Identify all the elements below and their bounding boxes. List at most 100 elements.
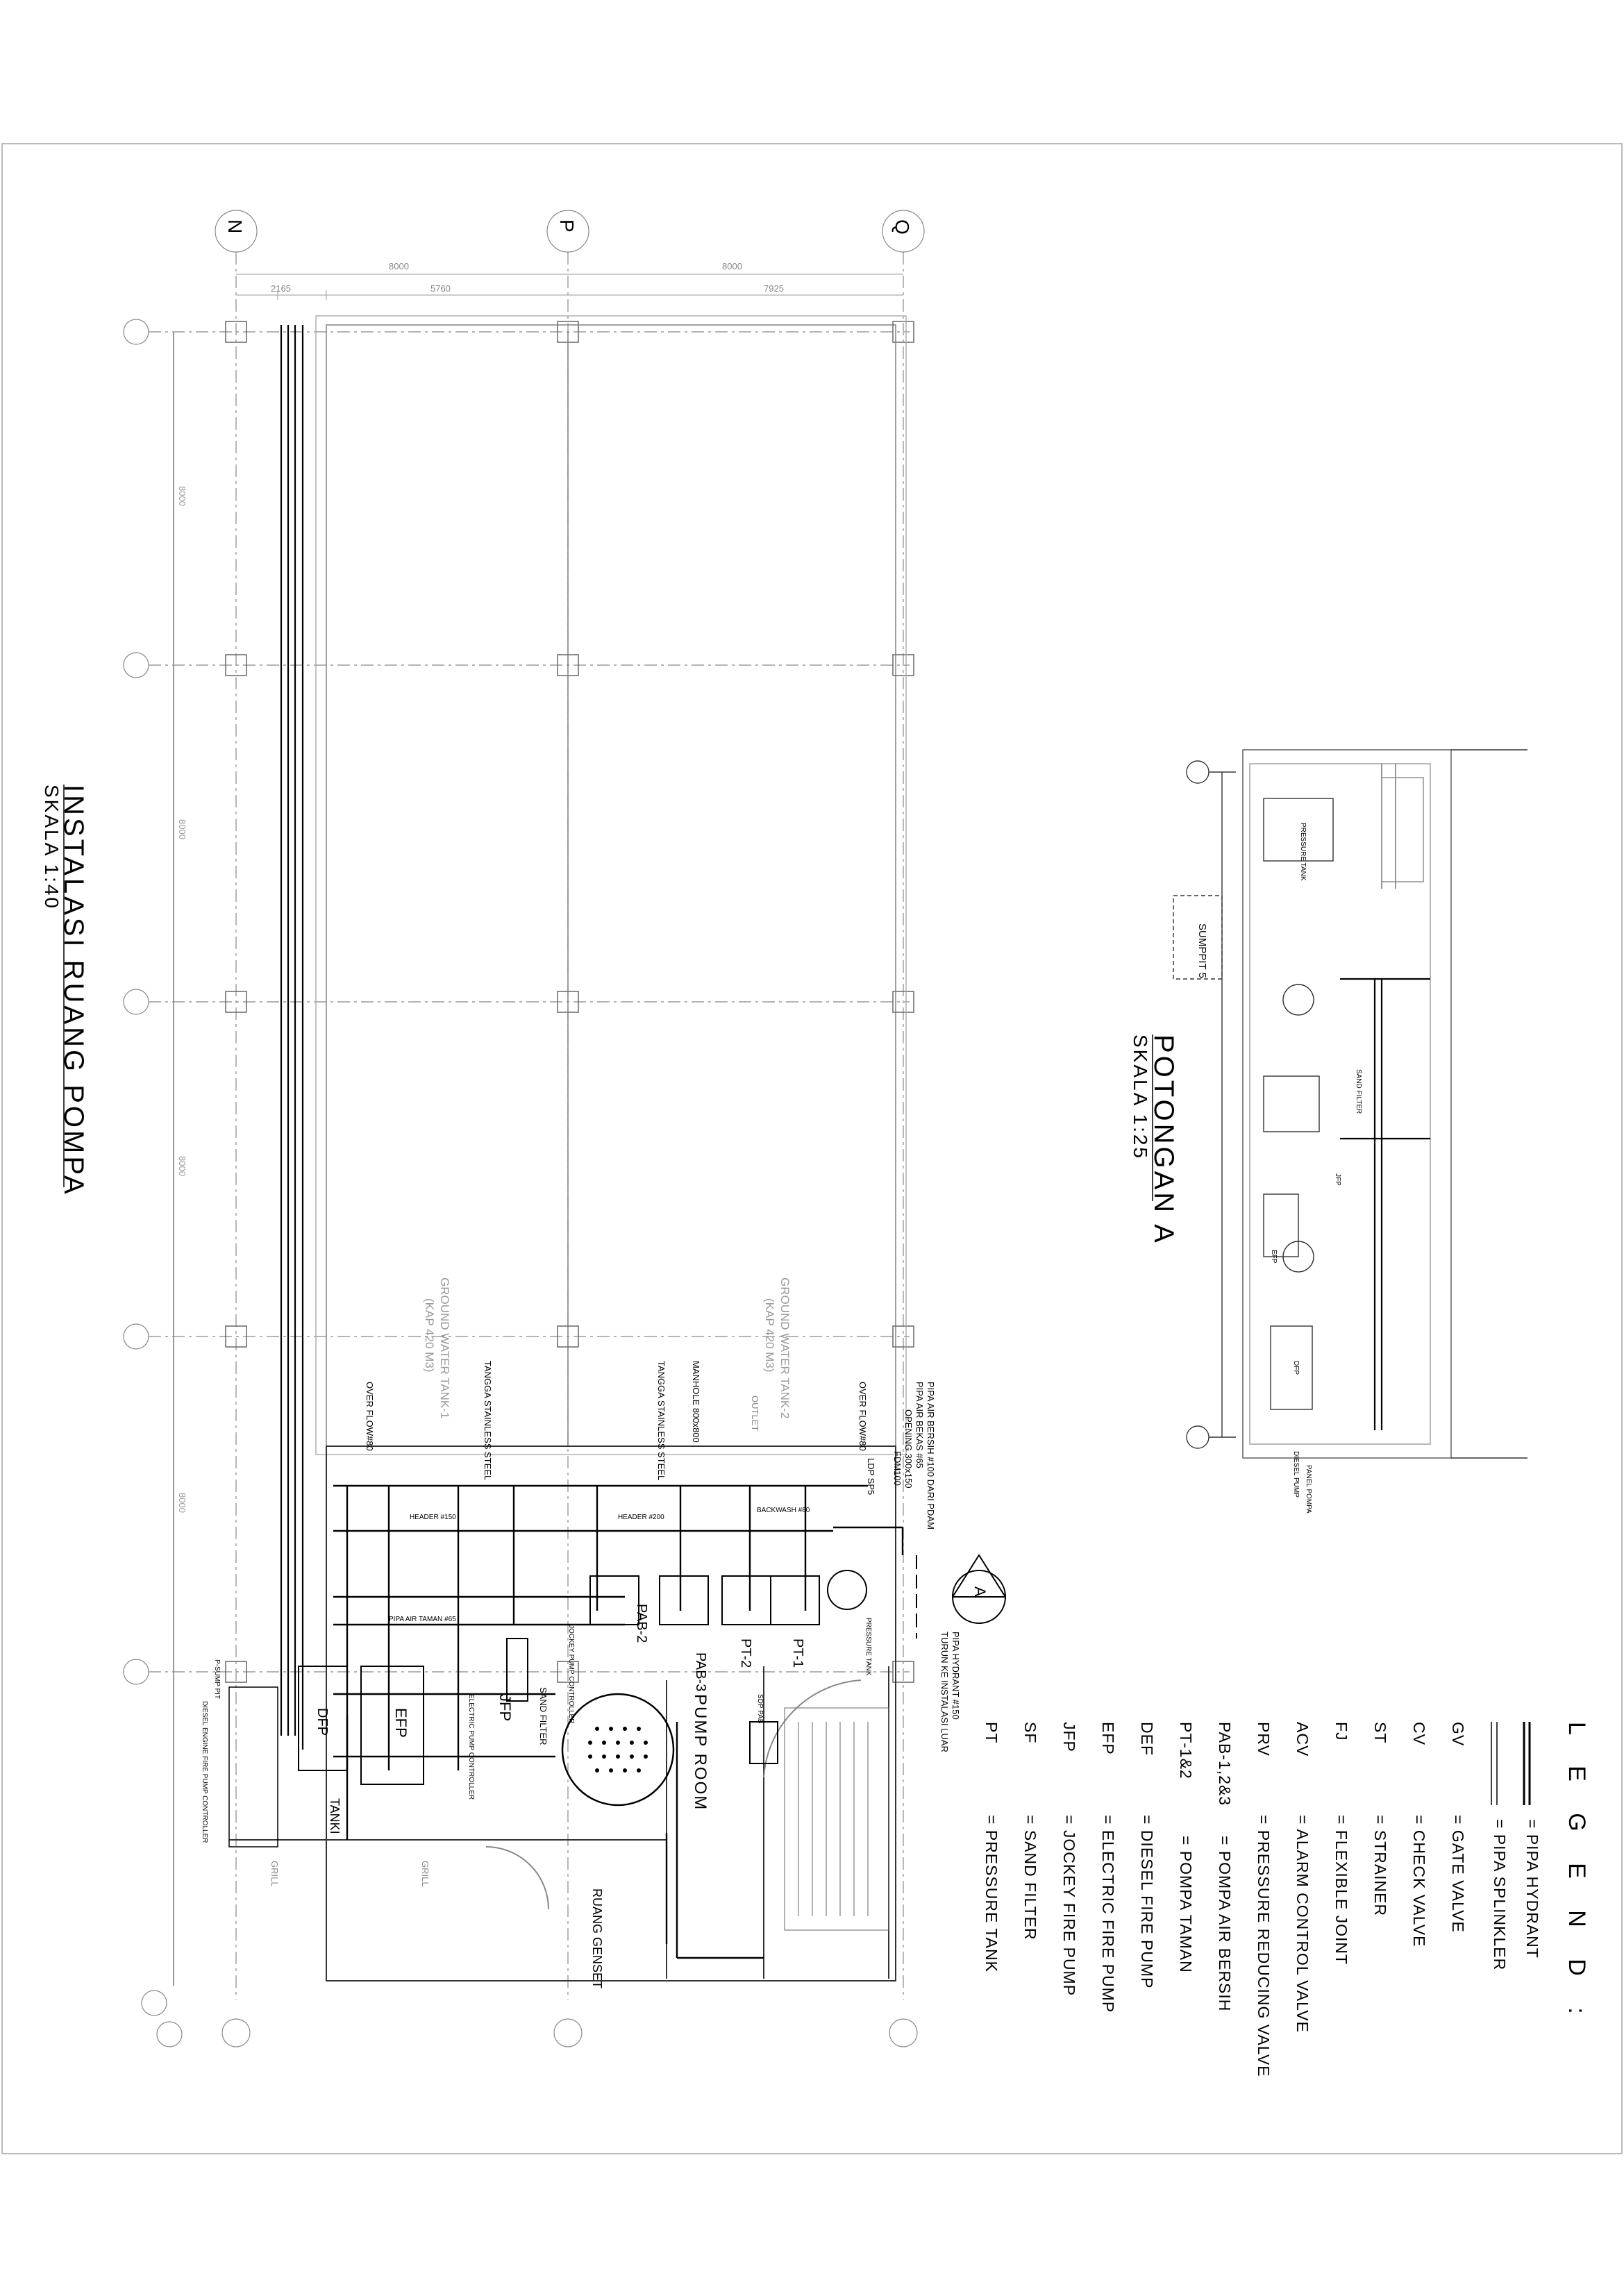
legend-row-10: DEF= DIESEL FIRE PUMP	[1128, 1722, 1166, 1988]
legend-text: = SAND FILTER	[1021, 1815, 1040, 1941]
legend-text: = DIESEL FIRE PUMP	[1138, 1815, 1157, 1989]
legend-row-9: PT-1&2 = POMPA TAMAN	[1166, 1722, 1205, 1973]
legend-row-1: = PIPA SPLINKLER	[1480, 1819, 1519, 1970]
legend-sym: SF	[1021, 1722, 1040, 1744]
dim-sub-3: 7925	[764, 283, 784, 294]
grill2-label: GRILL	[420, 1861, 430, 1887]
legend-row-5: FJ = FLEXIBLE JOINT	[1322, 1722, 1361, 1965]
diesel-ctrl-label: DIESEL ENGINE FIRE PUMP CONTROLLER	[201, 1701, 208, 1843]
grid-columns	[215, 210, 925, 2047]
elec-ctrl-label: ELECTRIC PUMP CONTROLLER	[467, 1694, 475, 1800]
pab3-label: PAB-3	[693, 1652, 708, 1692]
section-title: POTONGAN A	[1148, 1034, 1179, 1246]
dim-top-2: 8000	[722, 261, 742, 271]
legend-title: L E G E N D :	[1564, 1722, 1590, 2027]
header-pipes	[333, 1484, 904, 1959]
section-sand-filter-label: SAND FILTER	[1355, 1069, 1362, 1114]
legend-sym: JFP	[1060, 1722, 1079, 1752]
dim-side-4: 8000	[177, 1493, 187, 1513]
legend-sym: FJ	[1332, 1722, 1351, 1741]
legend-sym: EFP	[1099, 1722, 1118, 1755]
legend-text: = POMPA AIR BERSIH	[1216, 1836, 1234, 2012]
efp-unit	[360, 1666, 424, 1785]
dfp-label: DFP	[315, 1708, 330, 1736]
sand-filter-tank	[561, 1693, 675, 1807]
section-pressure-tank-label: PRESSURE TANK	[1299, 823, 1307, 881]
legend-row-7: PRV= PRESSURE REDUCING VALVE	[1244, 1722, 1283, 2077]
legend-text: = GATE VALVE	[1449, 1815, 1468, 1933]
dim-side-2: 8000	[177, 819, 187, 839]
stair	[784, 1707, 889, 1931]
diesel-controller	[228, 1686, 278, 1847]
grid-label-n: N	[224, 219, 246, 234]
section-diesel-label: DIESEL PUMP	[1292, 1451, 1300, 1498]
legend-row-3: CV = CHECK VALVE	[1400, 1722, 1439, 1947]
sheet-border	[1, 143, 1623, 2154]
page-scale: SKALA 1:40	[41, 785, 62, 911]
legend-symbols	[1491, 1722, 1531, 1805]
legend-text: = CHECK VALVE	[1410, 1815, 1429, 1947]
pressure-tank-plan	[827, 1570, 867, 1610]
tank-walls	[315, 315, 907, 1455]
header150-label: HEADER #150	[410, 1514, 456, 1521]
jockey-ctrl-label: JOCKEY PUMP CONTROLLER	[567, 1625, 575, 1724]
filter-dots	[588, 1727, 648, 1773]
sand-filter-label: SAND FILTER	[538, 1687, 549, 1745]
legend-text: = FLEXIBLE JOINT	[1332, 1815, 1351, 1966]
tanki-label: TANKI	[328, 1798, 342, 1834]
legend-row-4: ST= STRAINER	[1361, 1722, 1400, 1916]
section-panel-label: PANEL POMPA	[1305, 1465, 1312, 1514]
outlet-label: OUTLET	[750, 1396, 760, 1432]
pipa-air-taman-label: PIPA AIR TAMAN #65	[389, 1616, 456, 1623]
legend-sym: ACV	[1294, 1722, 1312, 1757]
section-efp-label: EFP	[1270, 1250, 1278, 1264]
gwt2-cap: (KAP 420 M3)	[763, 1298, 776, 1373]
manhole-label: MANHOLE 800x800	[691, 1361, 701, 1443]
equipment	[228, 1570, 867, 1847]
grid-rows	[123, 319, 910, 2047]
pab2-label: PAB-2	[634, 1604, 649, 1643]
legend-text: = STRAINER	[1371, 1815, 1390, 1917]
pump-room-label: PUMP ROOM	[691, 1694, 710, 1811]
backwash-label: BACKWASH #80	[757, 1507, 810, 1514]
legend-text: = POMPA TAMAN	[1177, 1836, 1196, 1973]
ladder1-label: TANGGA STAINLESS STEEL	[483, 1361, 493, 1481]
sump-label: P-SUMP PIT	[213, 1659, 221, 1700]
ruang-genset-label: RUANG GENSET	[590, 1888, 604, 1989]
dim-side-3: 8000	[177, 1156, 187, 1176]
legend-text: = JOCKEY FIRE PUMP	[1060, 1815, 1079, 1997]
grid-label-p: P	[556, 219, 578, 233]
section-jfp-label: JFP	[1334, 1173, 1341, 1186]
legend-sym: PAB-1,2&3	[1216, 1722, 1234, 1807]
jfp-label: JFP	[496, 1694, 514, 1722]
dim-sub-1: 2165	[271, 283, 291, 294]
dfp-unit	[298, 1666, 348, 1771]
legend-sym: PT-1&2	[1177, 1722, 1196, 1779]
legend-text: = ALARM CONTROL VALVE	[1294, 1815, 1312, 2033]
pipa-hydrant-label: PIPA HYDRANT #150	[951, 1632, 961, 1720]
pipa-air-bekas-label: PIPA AIR BEKAS #65	[914, 1382, 925, 1468]
ldp-label: LDP SP5	[866, 1458, 876, 1495]
dim-side-1: 8000	[177, 486, 187, 506]
legend-row-11: EFP= ELECTRIC FIRE PUMP	[1089, 1722, 1128, 2013]
legend-row-14: PT= PRESSURE TANK	[972, 1722, 1011, 1972]
pt1-label: PT-1	[790, 1639, 805, 1668]
efp-label: EFP	[392, 1708, 410, 1738]
section-marker-letter: A	[971, 1586, 989, 1597]
legend-text: = PIPA SPLINKLER	[1491, 1819, 1509, 1971]
fdm-label: FDM100	[892, 1451, 903, 1486]
pressure-tank-plan-label: PRESSURE TANK	[864, 1618, 872, 1676]
pressure-tank-section	[1263, 798, 1334, 862]
sumppit	[1173, 895, 1223, 980]
legend-row-13: SF = SAND FILTER	[1011, 1722, 1050, 1941]
section-dfp-label: DFP	[1292, 1361, 1300, 1375]
legend-text: = PRESSURE TANK	[982, 1815, 1001, 1972]
legend-text: = PRESSURE REDUCING VALVE	[1255, 1815, 1273, 2077]
legend-sym: CV	[1410, 1722, 1429, 1745]
legend: L E G E N D :	[1563, 1722, 1590, 2027]
ladder2-label: TANGGA STAINLESS STEEL	[656, 1361, 667, 1481]
pt2-label: PT-2	[738, 1639, 753, 1668]
sumppit-label: SUMPPIT 5	[1196, 923, 1208, 978]
riser-pipes	[280, 325, 304, 1750]
